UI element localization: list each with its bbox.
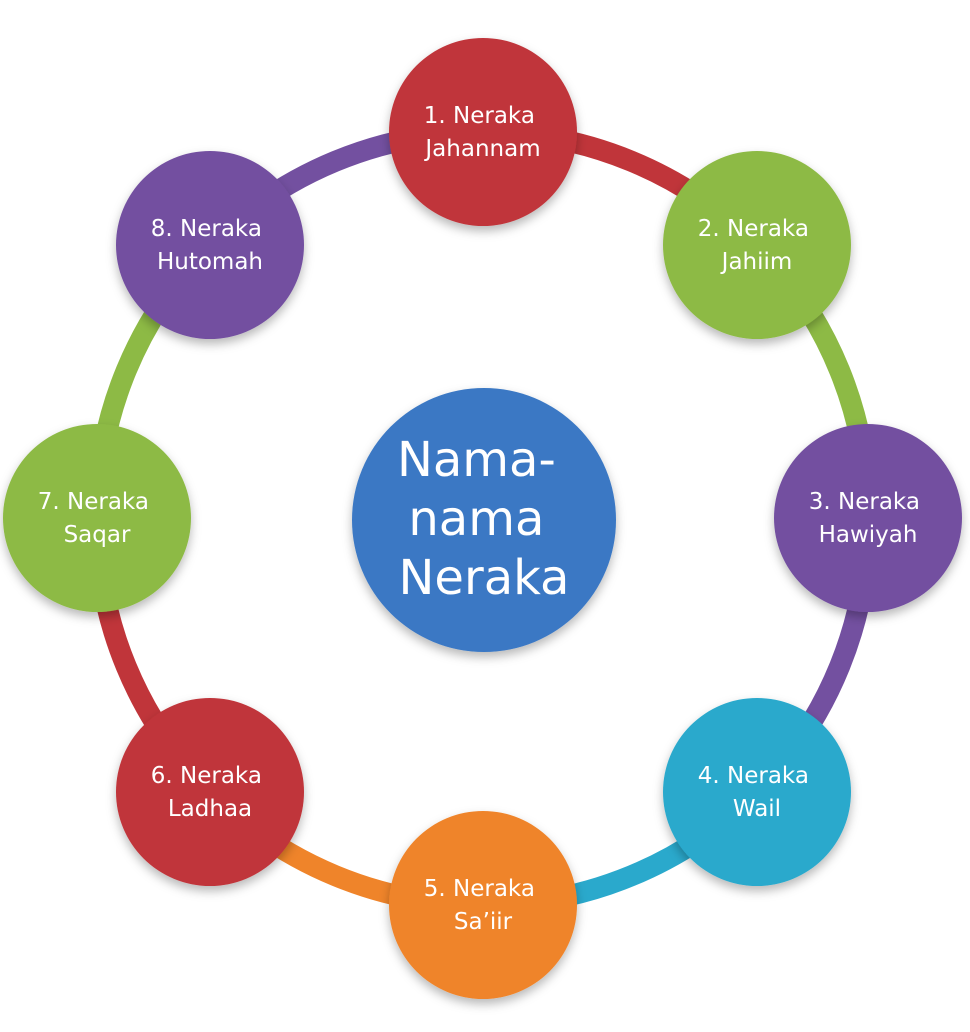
node-5-label-line-2: Sa’iir bbox=[454, 909, 513, 935]
node-3: 3. Neraka Hawiyah bbox=[774, 424, 962, 612]
node-5-label-line-1: 5. Neraka bbox=[424, 876, 535, 902]
node-2-label-line-2: Jahiim bbox=[720, 249, 793, 275]
node-8-circle bbox=[116, 151, 304, 339]
node-7: 7. Neraka Saqar bbox=[3, 424, 191, 612]
node-3-label-line-1: 3. Neraka bbox=[809, 489, 920, 515]
node-8-label: 8. Neraka Hutomah bbox=[151, 216, 269, 275]
node-5-circle bbox=[389, 811, 577, 999]
node-5: 5. Neraka Sa’iir bbox=[389, 811, 577, 999]
center-label: Nama- nama Neraka bbox=[397, 432, 571, 606]
node-6-label-line-1: 6. Neraka bbox=[151, 763, 262, 789]
center-label-line-1: Nama- bbox=[397, 432, 556, 488]
node-1-circle bbox=[389, 38, 577, 226]
node-3-label-line-2: Hawiyah bbox=[819, 522, 918, 548]
node-1-label-line-2: Jahannam bbox=[423, 136, 540, 162]
node-3-label: 3. Neraka Hawiyah bbox=[809, 489, 927, 548]
center-label-line-2: nama bbox=[408, 491, 544, 547]
node-8-label-line-1: 8. Neraka bbox=[151, 216, 262, 242]
ring-nodes: 1. Neraka Jahannam 2. Neraka Jahiim 3. N… bbox=[3, 38, 962, 999]
node-6-label: 6. Neraka Ladhaa bbox=[151, 763, 269, 822]
node-1-label: 1. Neraka Jahannam bbox=[423, 103, 542, 162]
node-6: 6. Neraka Ladhaa bbox=[116, 698, 304, 886]
node-7-circle bbox=[3, 424, 191, 612]
node-7-label-line-1: 7. Neraka bbox=[38, 489, 149, 515]
node-4: 4. Neraka Wail bbox=[663, 698, 851, 886]
center-circle bbox=[352, 388, 616, 652]
node-4-label-line-2: Wail bbox=[733, 796, 781, 822]
node-2-circle bbox=[663, 151, 851, 339]
node-3-circle bbox=[774, 424, 962, 612]
node-1: 1. Neraka Jahannam bbox=[389, 38, 577, 226]
node-4-label: 4. Neraka Wail bbox=[698, 763, 816, 822]
node-8-label-line-2: Hutomah bbox=[157, 249, 263, 275]
node-1-label-line-1: 1. Neraka bbox=[424, 103, 535, 129]
node-7-label: 7. Neraka Saqar bbox=[38, 489, 156, 548]
node-6-circle bbox=[116, 698, 304, 886]
node-2: 2. Neraka Jahiim bbox=[663, 151, 851, 339]
node-2-label-line-1: 2. Neraka bbox=[698, 216, 809, 242]
center-node: Nama- nama Neraka bbox=[352, 388, 616, 652]
node-2-label: 2. Neraka Jahiim bbox=[698, 216, 816, 275]
center-label-line-3: Neraka bbox=[399, 550, 570, 606]
node-4-label-line-1: 4. Neraka bbox=[698, 763, 809, 789]
node-5-label: 5. Neraka Sa’iir bbox=[424, 876, 542, 935]
node-6-label-line-2: Ladhaa bbox=[168, 796, 252, 822]
node-8: 8. Neraka Hutomah bbox=[116, 151, 304, 339]
node-7-label-line-2: Saqar bbox=[64, 522, 131, 548]
node-4-circle bbox=[663, 698, 851, 886]
